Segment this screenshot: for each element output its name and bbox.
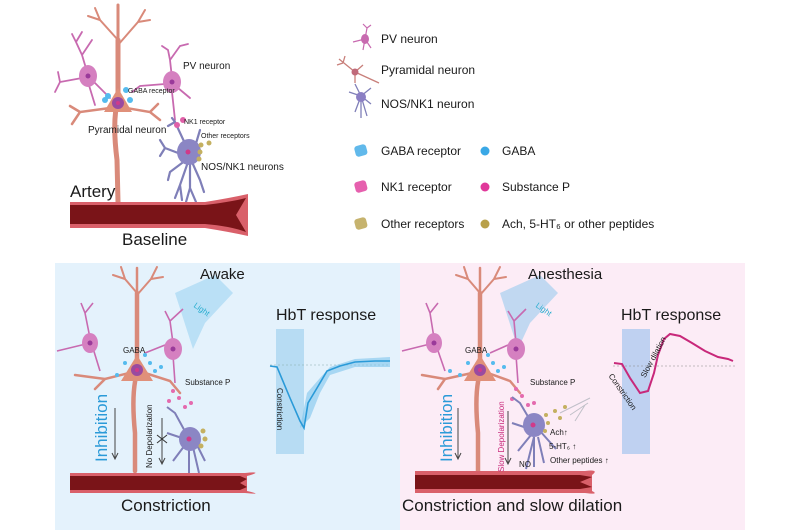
anesthesia-hbt-title: HbT response [621, 307, 722, 324]
ach-icon [480, 219, 490, 229]
awake-outcome: Constriction [121, 496, 211, 515]
hbt-trace [269, 360, 390, 431]
no-label: NO [519, 460, 531, 469]
pv-neuron-icon [352, 23, 372, 51]
other-receptor-cluster [196, 140, 212, 162]
anesthesia-inhibition-label: Inhibition [437, 393, 456, 462]
cross-mark [156, 434, 168, 444]
gaba-dots [115, 353, 163, 377]
awake-hbt-constriction: Constriction [275, 388, 284, 431]
legend-gaba-receptor: GABA receptor [381, 144, 462, 158]
anesthesia-slow-depolarization-label: Slow Depolarization [497, 401, 506, 472]
anesthesia-outcome: Constriction and slow dilation [402, 496, 623, 515]
hbt-trace [613, 332, 734, 395]
legend-other-receptors: Other receptors [381, 217, 465, 231]
hbt-shaded-error [300, 357, 390, 428]
awake-title: Awake [200, 266, 245, 283]
baseline-title: Baseline [122, 230, 188, 249]
awake-illustration [56, 266, 390, 494]
light-cone [175, 275, 233, 349]
anesthesia-illustration [401, 266, 735, 494]
pv-neuron-right [131, 43, 191, 121]
legend-substance-p: Substance P [502, 180, 571, 194]
baseline-neurons-illustration [54, 3, 248, 236]
other-receptors-icon [354, 217, 368, 230]
anesthesia-title: Anesthesia [528, 266, 603, 283]
nk1-receptor-icon [354, 180, 368, 193]
label-pyramidal-neuron: Pyramidal neuron [88, 125, 167, 136]
legend-nk1-receptor: NK1 receptor [381, 180, 452, 194]
other-peptides-label: Other peptides ↑ [550, 456, 609, 465]
anesthesia-gaba-label: GABA [465, 346, 488, 355]
ach-label: Ach↑ [550, 428, 568, 437]
awake-inhibition-label: Inhibition [92, 393, 111, 462]
legend-gaba: GABA [502, 144, 536, 158]
gaba-icon [480, 146, 490, 156]
legend-pv-neuron: PV neuron [381, 32, 438, 46]
legend-pyramidal-neuron: Pyramidal neuron [381, 63, 476, 77]
legend-ach-5ht-peptides: Ach, 5-HT₆ or other peptides [502, 217, 655, 231]
awake-substance-p-label: Substance P [185, 378, 231, 387]
awake-no-depolarization-label: No Depolarization [145, 404, 154, 468]
gaba-receptor-cluster [102, 87, 133, 103]
pyramidal-neuron-icon [336, 55, 380, 84]
label-pv-neuron: PV neuron [183, 61, 231, 72]
anesthesia-substance-p-label: Substance P [530, 378, 576, 387]
label-other-receptors: Other receptors [201, 133, 250, 140]
label-nk1-receptor: NK1 receptor [184, 119, 226, 126]
nos-nk1-neuron-icon [348, 83, 372, 118]
nk1-receptor-cluster [174, 117, 186, 128]
gaba-receptor-icon [354, 144, 368, 157]
astrocyte-process [559, 397, 591, 422]
label-nos-nk1-neurons: NOS/NK1 neurons [201, 162, 284, 173]
substance-p-dots [167, 389, 193, 409]
label-gaba-receptor: GABA receptor [128, 88, 175, 95]
awake-hbt-title: HbT response [276, 307, 377, 324]
ht-label: 5-HT₆ ↑ [549, 442, 577, 451]
legend-nos-nk1-neuron: NOS/NK1 neuron [381, 97, 475, 111]
substance-p-icon [480, 182, 490, 192]
stim-window [276, 329, 304, 454]
artery-label: Artery [70, 182, 116, 201]
awake-gaba-label: GABA [123, 346, 146, 355]
